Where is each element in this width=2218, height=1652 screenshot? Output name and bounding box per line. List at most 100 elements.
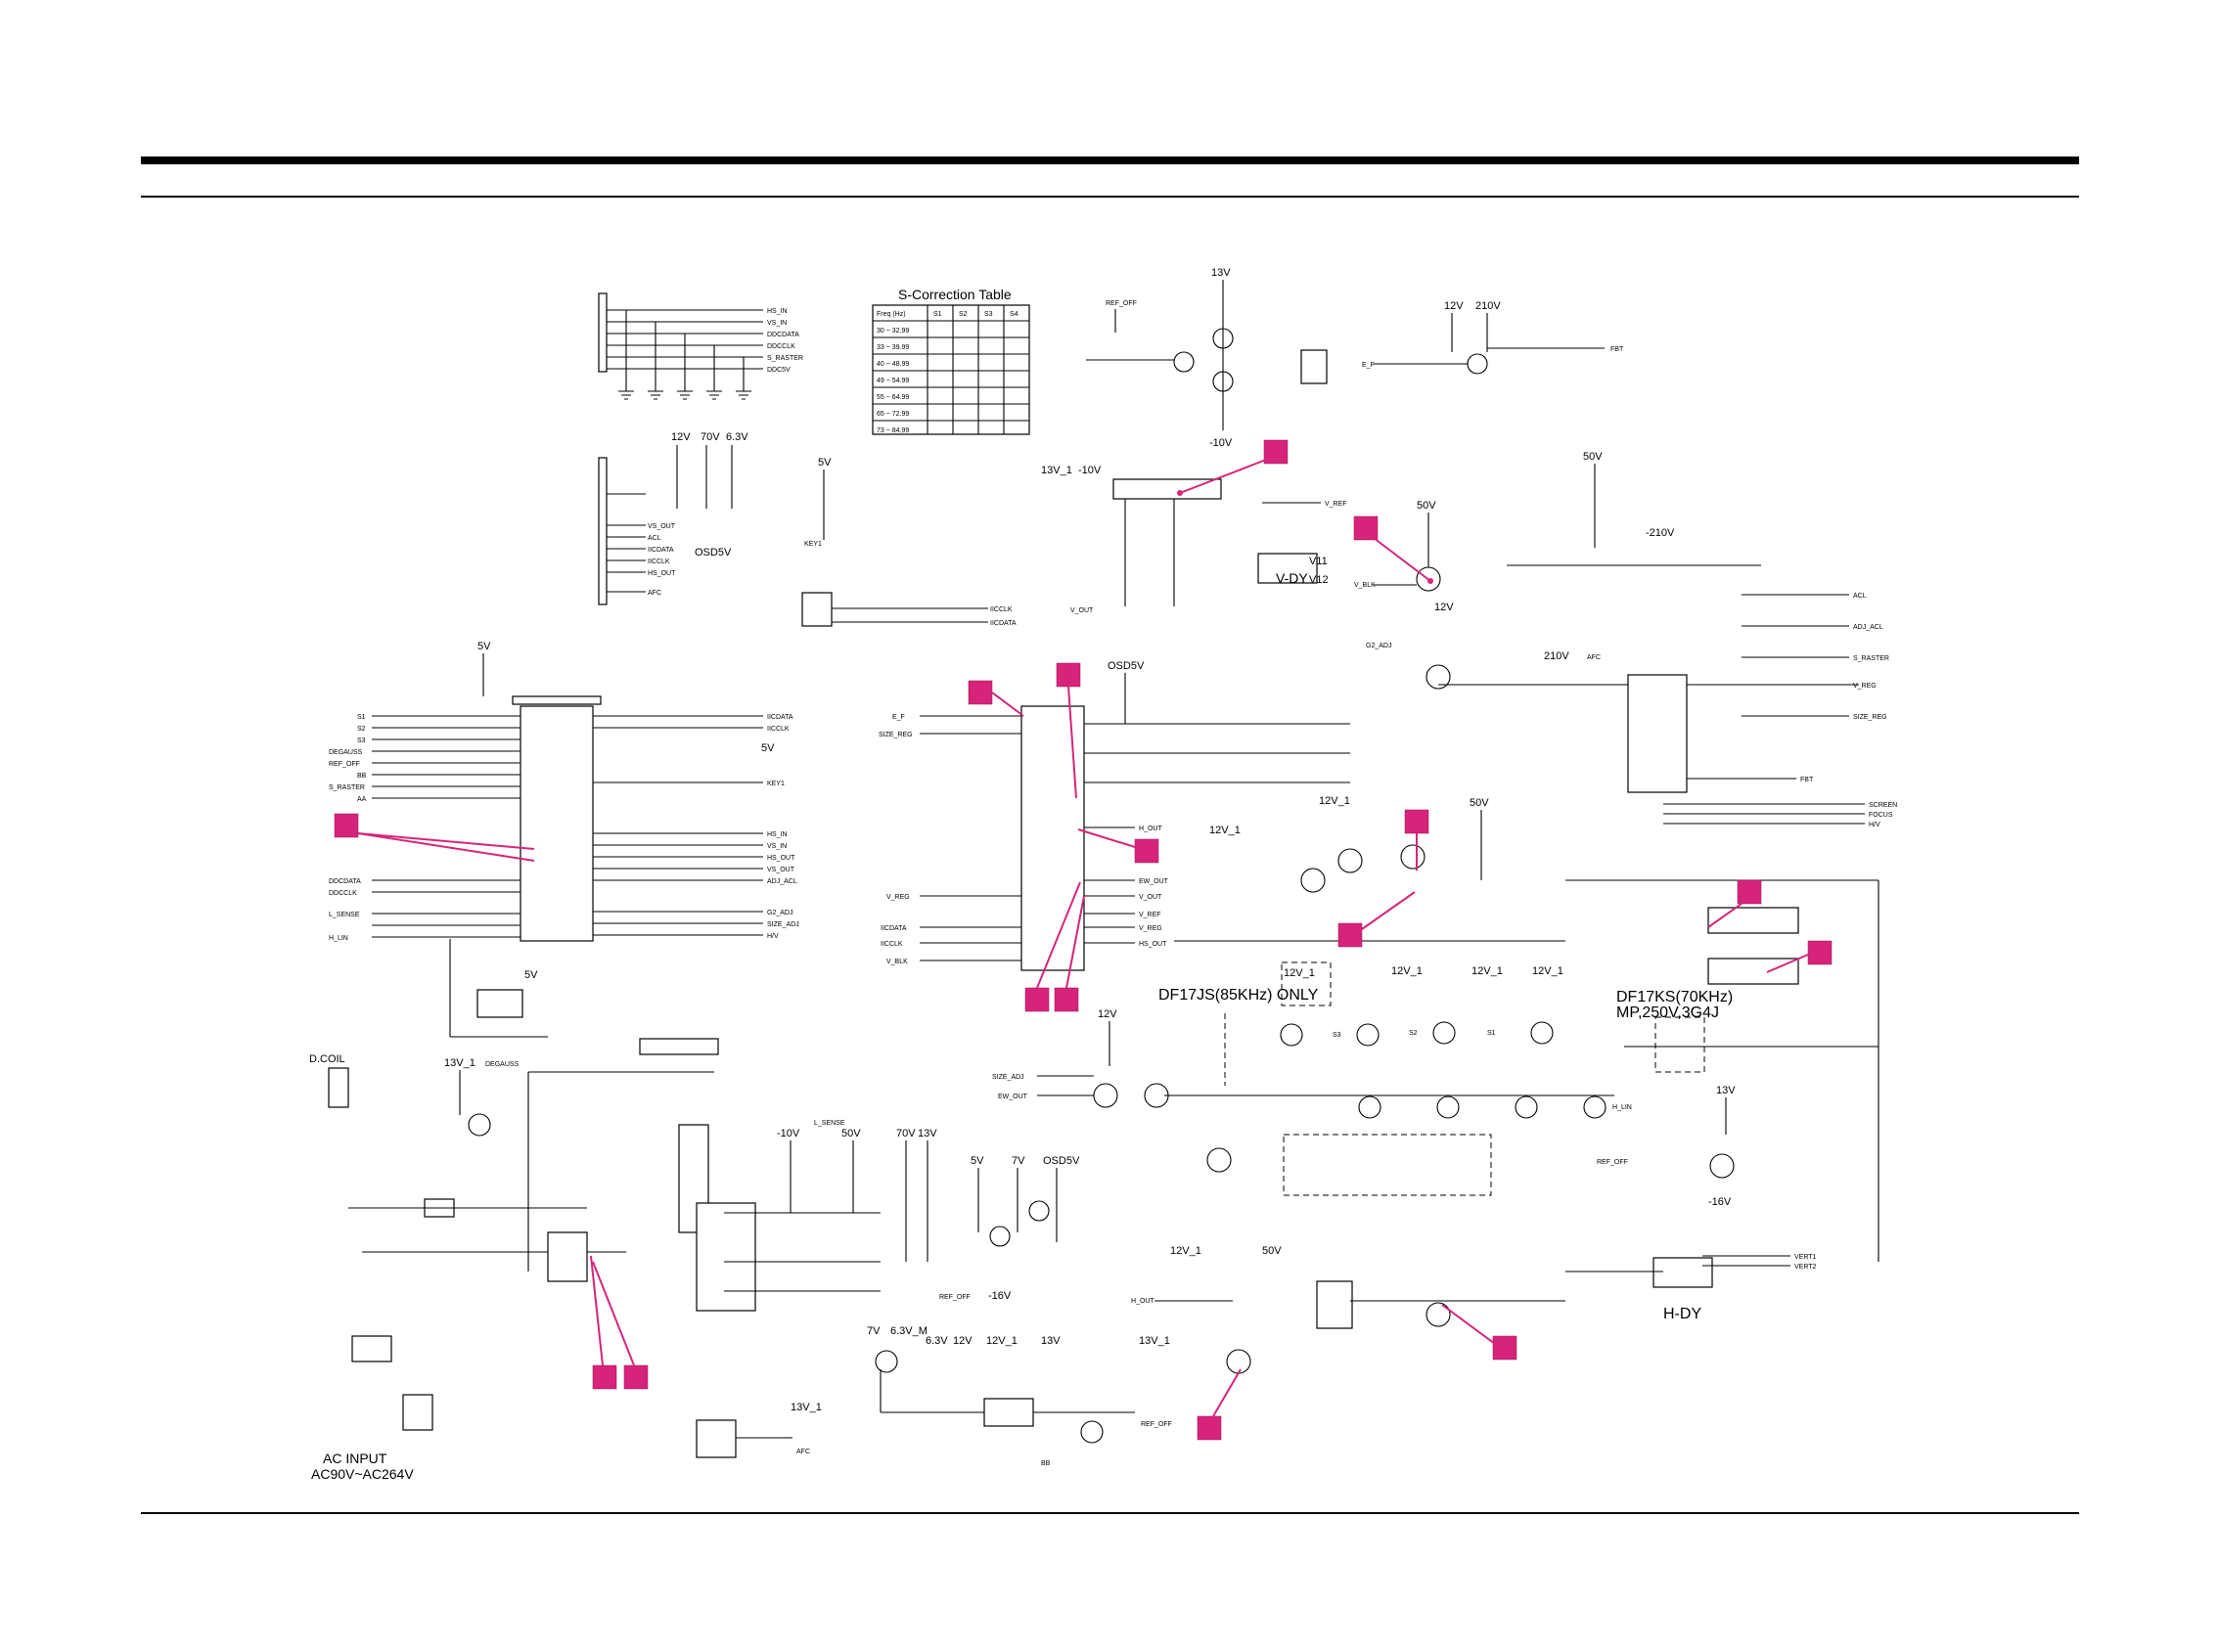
- label-h-lin: H_LIN: [1612, 1104, 1632, 1111]
- callout-marker[interactable]: [1807, 940, 1833, 965]
- label-12v-1: 12V_1: [1209, 825, 1241, 836]
- label-iicclk: IICCLK: [990, 606, 1013, 613]
- label-h-dy: H-DY: [1663, 1306, 1701, 1322]
- s-table-header-s3: S3: [984, 311, 993, 318]
- label-v-ref: V_REF: [1325, 501, 1347, 508]
- label-7v: 7V: [867, 1325, 881, 1337]
- label-13v: 13V: [1041, 1335, 1061, 1347]
- label-minus-10v: -10V: [1209, 437, 1233, 449]
- label-iicdata: IICDATA: [767, 714, 793, 721]
- callout-marker[interactable]: [968, 680, 993, 705]
- label-degauss: DEGAUSS: [485, 1061, 520, 1068]
- label-12v-1: 12V_1: [986, 1335, 1018, 1347]
- ef-block: 12V 210V E_F FBT: [1362, 300, 1624, 375]
- label-5v: 5V: [761, 742, 775, 754]
- callout-marker[interactable]: [334, 813, 359, 838]
- s-table-row-freq: 33 ~ 39.99: [877, 344, 909, 351]
- label-hs-in: HS_IN: [767, 831, 788, 838]
- label-13v-1: 13V_1: [444, 1057, 475, 1069]
- label-13v-1: 13V_1: [1041, 465, 1072, 476]
- label-ddcdata: DDCDATA: [329, 878, 361, 885]
- label-v12: V12: [1309, 574, 1329, 586]
- label-s-raster: S_RASTER: [1853, 655, 1889, 662]
- label-ew-out: EW_OUT: [998, 1094, 1028, 1100]
- label-s-raster: S_RASTER: [329, 784, 365, 791]
- label-ref-off: REF_OFF: [1141, 1421, 1172, 1428]
- label-s1: S1: [357, 714, 366, 721]
- callout-marker[interactable]: [1337, 922, 1363, 948]
- label-hs-out: HS_OUT: [1139, 941, 1167, 948]
- label-50v: 50V: [1583, 451, 1603, 463]
- callout-marker[interactable]: [1263, 439, 1289, 465]
- callout-marker[interactable]: [1404, 809, 1429, 834]
- label-12v-1: 12V_1: [1471, 965, 1503, 977]
- key-block: 5V KEY1 IICCLK IICDATA: [801, 457, 1017, 627]
- label-df17js: DF17JS(85KHz) ONLY: [1158, 987, 1319, 1004]
- label-hs-out: HS_OUT: [648, 570, 676, 577]
- label-12v: 12V: [1098, 1008, 1117, 1020]
- label-s2: S2: [357, 726, 366, 733]
- s-table-header-s2: S2: [959, 311, 968, 318]
- label-focus: FOCUS: [1869, 812, 1893, 819]
- s-table-title: S-Correction Table: [898, 287, 1012, 302]
- label-6-3v: 6.3V: [726, 431, 748, 443]
- label-13v: 13V: [1716, 1085, 1736, 1096]
- label-bb: BB: [1041, 1460, 1051, 1467]
- s-table-header-s4: S4: [1010, 311, 1018, 318]
- label-13v: 13V: [918, 1128, 937, 1139]
- label-df17ks-sub: MP,250V,3G4J: [1616, 1005, 1719, 1021]
- callout-marker[interactable]: [1492, 1335, 1517, 1361]
- label-s-raster: S_RASTER: [767, 355, 803, 362]
- label-6-3v: 6.3V: [926, 1335, 948, 1347]
- label-ew-out: EW_OUT: [1139, 878, 1169, 885]
- callout-marker[interactable]: [592, 1364, 617, 1390]
- label-ac-input: AC INPUT: [323, 1451, 387, 1466]
- label-5v: 5V: [971, 1155, 984, 1167]
- label-size-reg: SIZE_REG: [1853, 714, 1887, 721]
- s-table-row-freq: 30 ~ 32.99: [877, 328, 909, 335]
- callout-marker[interactable]: [1054, 987, 1079, 1012]
- label-s2: S2: [1409, 1030, 1418, 1037]
- label-iicclk: IICCLK: [767, 726, 790, 733]
- label-13v: 13V: [1211, 267, 1231, 279]
- video-blank-block: 50V 50V V_BLK -210V 12V G2_ADJ 210V AFC: [1354, 451, 1761, 690]
- label-size-adj: SIZE_ADJ: [992, 1074, 1024, 1081]
- label-ddcclk: DDCCLK: [767, 343, 795, 350]
- label-v-reg: V_REG: [886, 894, 910, 901]
- label-osd5v: OSD5V: [695, 547, 732, 558]
- callout-marker[interactable]: [1134, 838, 1159, 864]
- connector-ddc: HS_IN VS_IN DDCDATA DDCCLK S_RASTER DDC5…: [598, 292, 803, 400]
- label-h-v: H/V: [1869, 822, 1880, 828]
- label-bb: BB: [357, 773, 367, 780]
- label-g2-adj: G2_ADJ: [767, 910, 792, 916]
- s-table-row-freq: 73 ~ 84.99: [877, 427, 909, 434]
- label-df17ks: DF17KS(70KHz): [1616, 989, 1733, 1005]
- label-12v: 12V: [1434, 602, 1454, 613]
- callout-marker[interactable]: [1024, 987, 1050, 1012]
- callout-marker[interactable]: [623, 1364, 649, 1390]
- callout-marker[interactable]: [1353, 515, 1379, 541]
- label-v-blk: V_BLK: [1354, 582, 1376, 589]
- callout-marker[interactable]: [1197, 1415, 1222, 1441]
- label-acl: ACL: [1853, 593, 1867, 600]
- label-hs-out: HS_OUT: [767, 855, 795, 862]
- label-g2-adj: G2_ADJ: [1366, 643, 1391, 649]
- label-size-reg: SIZE_REG: [879, 732, 913, 738]
- footer-rule: [141, 1512, 2079, 1514]
- callout-marker[interactable]: [1737, 879, 1762, 905]
- label-size-adj: SIZE_ADJ: [767, 921, 799, 928]
- label-iicclk: IICCLK: [648, 558, 670, 565]
- s-correction-table: S-Correction Table Freq (Hz) S1 S2 S3 S4…: [872, 287, 1030, 435]
- deflection-ic: OSD5V H_OUT EW_OUT V_OUT V_REF V_REG HS_…: [879, 660, 1565, 971]
- label-12v-1: 12V_1: [1284, 967, 1315, 979]
- callout-marker[interactable]: [1056, 662, 1081, 688]
- label-minus-16v: -16V: [988, 1290, 1012, 1302]
- label-vs-in: VS_IN: [767, 320, 787, 327]
- label-e-f: E_F: [1362, 362, 1375, 369]
- label-h-lin: H_LIN: [329, 935, 348, 942]
- label-key1: KEY1: [804, 541, 822, 548]
- s-table-row-freq: 49 ~ 54.99: [877, 378, 909, 384]
- label-vs-in: VS_IN: [767, 843, 787, 850]
- label-aa: AA: [357, 796, 367, 803]
- s-table-row-freq: 55 ~ 64.99: [877, 394, 909, 401]
